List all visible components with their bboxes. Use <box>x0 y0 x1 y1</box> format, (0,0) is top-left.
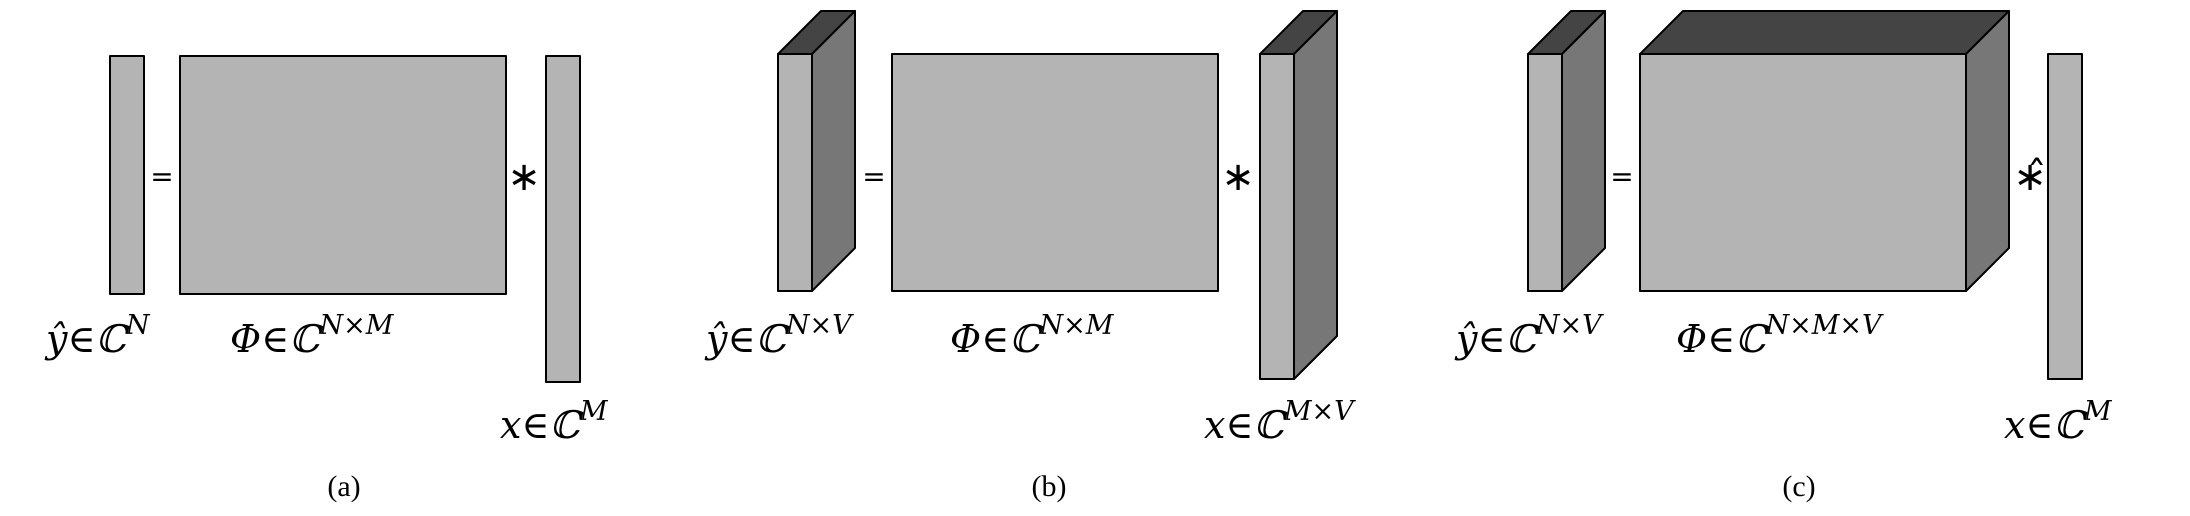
y-label: ŷ∈ℂN <box>44 310 151 361</box>
x-tensor-front <box>1259 53 1295 380</box>
convolution-hat-operator: ∗̂ <box>2013 154 2047 200</box>
phi-label: Φ∈ℂN×M <box>950 310 1115 361</box>
phi-label: Φ∈ℂN×M×V <box>1676 310 1884 361</box>
equals-sign: = <box>150 160 173 193</box>
caption-b: (b) <box>1032 470 1067 503</box>
phi-matrix <box>891 53 1219 292</box>
panel-a: = ∗ ŷ∈ℂN Φ∈ℂN×M x∈ℂM (a) <box>44 55 609 503</box>
panel-c: = ∗̂ ŷ∈ℂN×V Φ∈ℂN×M×V x∈ℂM (c) <box>1454 10 2113 503</box>
x-label: x∈ℂM <box>500 396 609 447</box>
equals-sign: = <box>1610 160 1633 193</box>
y-vector <box>109 55 145 295</box>
x-vector <box>545 55 581 383</box>
y-tensor-front <box>1527 53 1563 292</box>
y-label: ŷ∈ℂN×V <box>704 310 854 361</box>
caption-c: (c) <box>1782 470 1815 503</box>
equals-sign: = <box>862 160 885 193</box>
phi-tensor-front <box>1639 53 1967 292</box>
convolution-operator: ∗ <box>1221 154 1255 200</box>
panel-b: = ∗ ŷ∈ℂN×V Φ∈ℂN×M x∈ℂM×V (b) <box>704 10 1356 503</box>
x-label: x∈ℂM×V <box>1204 396 1356 447</box>
phi-label: Φ∈ℂN×M <box>230 310 395 361</box>
x-label: x∈ℂM <box>2004 396 2113 447</box>
phi-tensor-top <box>1639 10 2010 55</box>
y-tensor-front <box>777 53 813 292</box>
phi-tensor-side <box>1965 10 2010 292</box>
y-label: ŷ∈ℂN×V <box>1454 310 1604 361</box>
y-tensor-side <box>1561 10 1606 292</box>
y-tensor-side <box>811 10 856 292</box>
caption-a: (a) <box>327 470 360 503</box>
convolution-operator: ∗ <box>507 154 541 200</box>
x-tensor-side <box>1293 10 1338 380</box>
x-vector <box>2047 53 2083 380</box>
phi-matrix <box>179 55 507 295</box>
